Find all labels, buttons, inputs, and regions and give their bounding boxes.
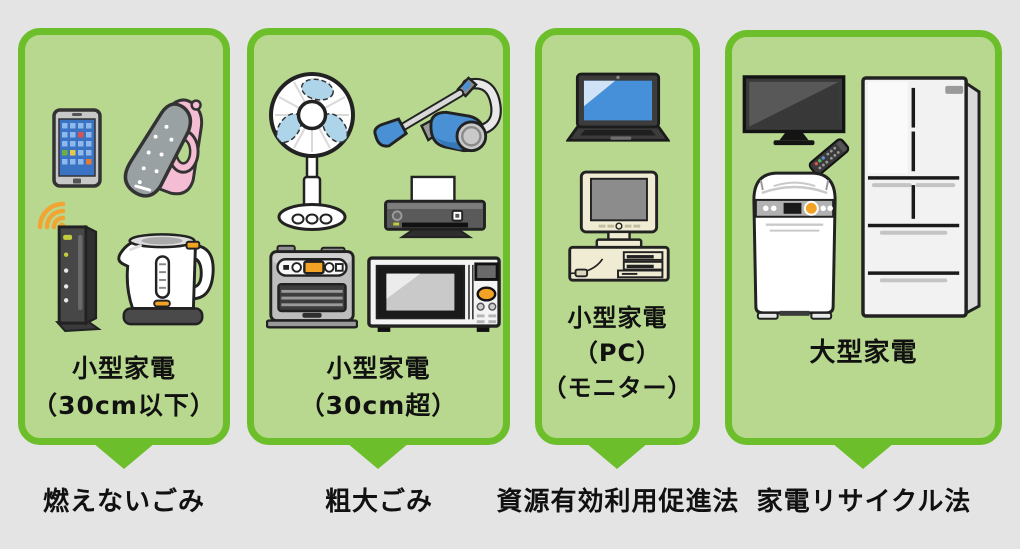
caption-line: （30cm超） (299, 391, 458, 420)
remote-control-icon (808, 138, 850, 176)
flat-screen-tv-icon (742, 75, 846, 146)
caption-line: （PC） (573, 339, 662, 367)
electric-fan-icon (269, 72, 355, 231)
vacuum-cleaner-icon (373, 76, 502, 153)
washing-machine-icon (752, 171, 837, 320)
category-card-small-under-30cm: 小型家電 （30cm以下） (18, 28, 230, 445)
disposal-label: 粗大ごみ (324, 487, 434, 517)
laptop-icon (566, 72, 670, 142)
caption-line: （モニター） (542, 374, 693, 402)
card-caption: 小型家電 （30cm超） (254, 350, 503, 424)
down-arrow (93, 443, 155, 469)
desktop-pc-icon (568, 170, 670, 282)
card-caption: 大型家電 (732, 335, 995, 372)
caption-line: 大型家電 (809, 338, 918, 368)
card-caption: 小型家電 （30cm以下） (25, 350, 223, 424)
category-card-large: 大型家電 (725, 30, 1002, 445)
caption-line: （30cm以下） (32, 391, 216, 420)
printer-icon (384, 175, 486, 239)
disposal-label: 家電リサイクル法 (756, 487, 972, 517)
disposal-label: 燃えないごみ (42, 487, 206, 517)
disposal-label: 資源有効利用促進法 (496, 487, 740, 517)
fan-heater-icon (266, 244, 358, 329)
clothes-iron-icon (123, 98, 204, 198)
caption-line: 小型家電 (71, 354, 176, 383)
caption-line: 小型家電 (567, 304, 668, 332)
caption-line: 小型家電 (326, 354, 431, 383)
smartphone-icon (52, 108, 102, 188)
electric-kettle-icon (117, 233, 215, 326)
down-arrow (347, 443, 409, 469)
refrigerator-icon (861, 76, 981, 318)
down-arrow (586, 443, 648, 469)
microwave-oven-icon (367, 256, 501, 332)
category-card-pc-monitor: 小型家電 （PC） （モニター） (535, 28, 700, 445)
card-caption: 小型家電 （PC） （モニター） (542, 301, 693, 406)
wifi-router-icon (54, 224, 102, 333)
down-arrow (832, 443, 894, 469)
category-card-small-over-30cm: 小型家電 （30cm超） (247, 28, 510, 445)
